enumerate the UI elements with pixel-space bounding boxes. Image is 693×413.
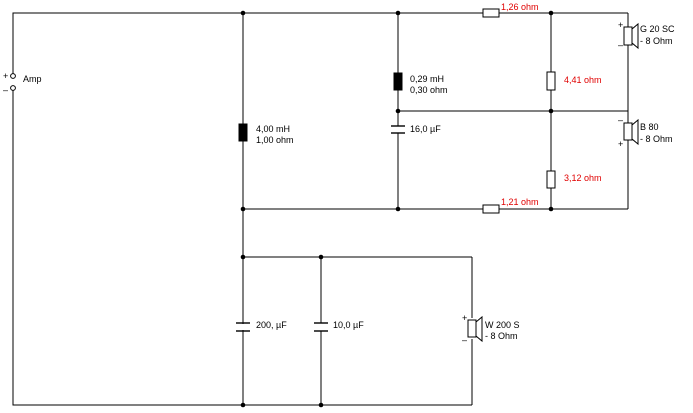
inductor-symbol bbox=[238, 123, 248, 142]
mid-name: B 80 bbox=[640, 122, 659, 132]
r-mid-bot-value: 3,12 ohm bbox=[564, 173, 602, 183]
wires bbox=[12, 12, 629, 406]
node bbox=[240, 10, 246, 16]
woofer-minus-sign: – bbox=[462, 335, 467, 345]
tweeter-plus-sign: + bbox=[618, 20, 623, 30]
mid-plus-sign: + bbox=[618, 139, 623, 149]
speaker-mid: – + B 80 - 8 Ohm bbox=[618, 115, 673, 149]
mid-impedance: - 8 Ohm bbox=[640, 134, 673, 144]
capacitor-c2: 200, µF bbox=[236, 320, 287, 332]
node bbox=[548, 108, 554, 114]
amp-minus-terminal bbox=[10, 85, 16, 91]
node bbox=[240, 254, 246, 260]
c2-value: 200, µF bbox=[256, 320, 287, 330]
amp-plus-sign: + bbox=[3, 71, 8, 81]
node bbox=[318, 254, 324, 260]
r-mid-top-value: 4,41 ohm bbox=[564, 75, 602, 85]
node bbox=[240, 402, 246, 408]
inductor-l1: 4,00 mH 1,00 ohm bbox=[238, 123, 294, 145]
resistor-symbol bbox=[546, 71, 556, 91]
speaker-magnet-icon bbox=[623, 122, 633, 141]
l1-value: 4,00 mH bbox=[256, 124, 290, 134]
c3-value: 10,0 µF bbox=[333, 320, 364, 330]
speaker-cone-icon bbox=[631, 118, 639, 146]
r-top-value: 1,26 ohm bbox=[501, 2, 539, 12]
mid-minus-sign: – bbox=[618, 115, 623, 125]
amp-minus-sign: – bbox=[3, 85, 8, 95]
resistor-mid-bottom: 3,12 ohm bbox=[546, 170, 602, 189]
resistor-top: 1,26 ohm bbox=[482, 2, 539, 18]
woofer-impedance: - 8 Ohm bbox=[485, 331, 518, 341]
node bbox=[395, 206, 401, 212]
inductor-l2: 0,29 mH 0,30 ohm bbox=[393, 72, 448, 95]
speaker-magnet-icon bbox=[623, 26, 633, 46]
woofer-name: W 200 S bbox=[485, 320, 520, 330]
speaker-cone-icon bbox=[631, 22, 639, 50]
woofer-plus-sign: + bbox=[462, 313, 467, 323]
tweeter-impedance: - 8 Ohm bbox=[640, 36, 673, 46]
l2-resistance: 0,30 ohm bbox=[410, 85, 448, 95]
l1-resistance: 1,00 ohm bbox=[256, 135, 294, 145]
resistor-mid-top: 4,41 ohm bbox=[546, 71, 602, 91]
amp-terminals: + – Amp bbox=[3, 71, 42, 95]
l2-value: 0,29 mH bbox=[410, 74, 444, 84]
node bbox=[240, 206, 246, 212]
nodes bbox=[240, 10, 554, 408]
node bbox=[395, 10, 401, 16]
speaker-woofer: + – W 200 S - 8 Ohm bbox=[462, 313, 520, 345]
capacitor-gap bbox=[242, 324, 244, 330]
node bbox=[548, 206, 554, 212]
c1-value: 16,0 µF bbox=[410, 124, 441, 134]
amp-plus-terminal bbox=[10, 73, 16, 79]
tweeter-minus-sign: – bbox=[618, 40, 623, 50]
amp-label: Amp bbox=[23, 74, 42, 84]
capacitor-c1: 16,0 µF bbox=[391, 124, 441, 134]
r-bot-value: 1,21 ohm bbox=[501, 197, 539, 207]
speaker-cone-icon bbox=[475, 315, 483, 343]
inductor-symbol bbox=[393, 72, 403, 91]
tweeter-name: G 20 SC bbox=[640, 24, 675, 34]
resistor-bottom: 1,21 ohm bbox=[482, 197, 539, 214]
resistor-symbol bbox=[546, 170, 556, 189]
wire-top-main bbox=[12, 12, 483, 74]
speaker-magnet-icon bbox=[467, 319, 477, 338]
resistor-symbol bbox=[482, 204, 500, 214]
node bbox=[318, 402, 324, 408]
capacitor-c3: 10,0 µF bbox=[314, 320, 364, 332]
speaker-tweeter: + – G 20 SC - 8 Ohm bbox=[618, 20, 675, 50]
node bbox=[548, 10, 554, 16]
node bbox=[395, 108, 401, 114]
resistor-symbol bbox=[482, 8, 500, 18]
